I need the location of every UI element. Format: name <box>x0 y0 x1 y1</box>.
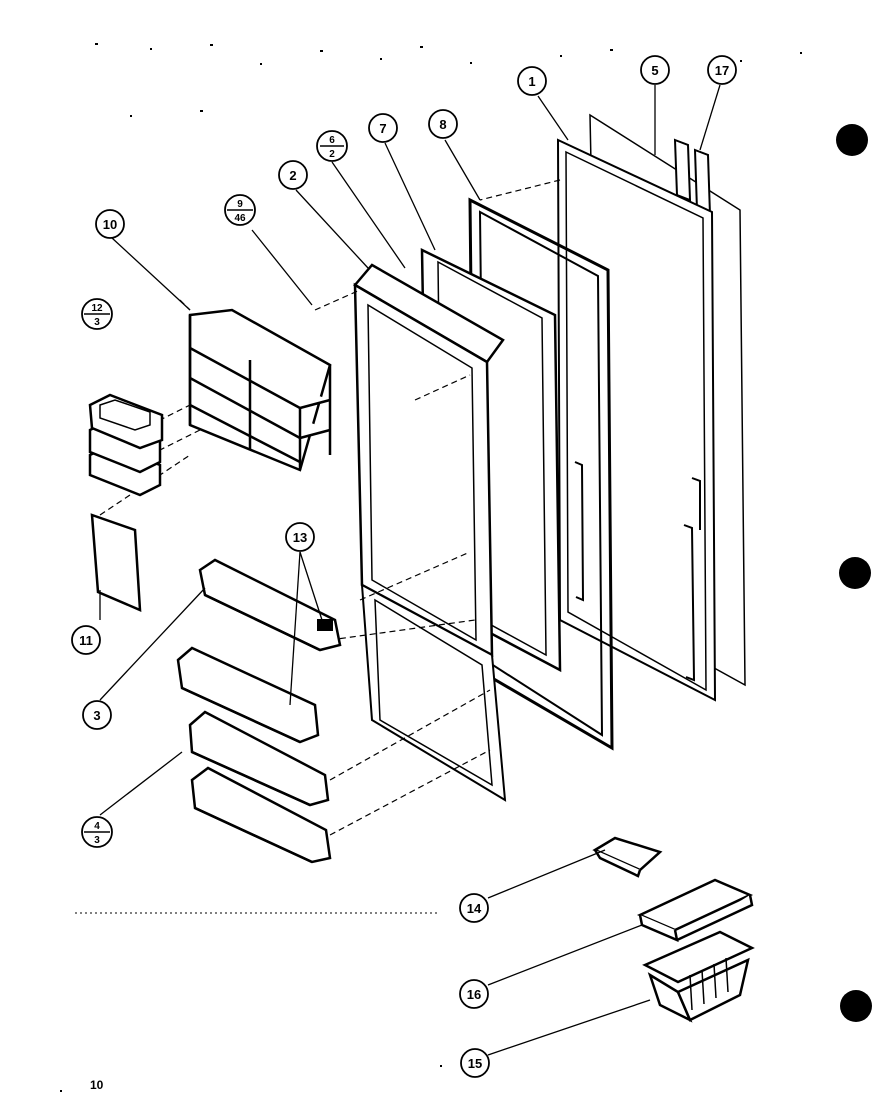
callout-12-3: 12 3 <box>81 298 113 330</box>
svg-text:14: 14 <box>467 901 482 916</box>
svg-text:2: 2 <box>289 168 296 183</box>
callout-17: 17 <box>707 55 737 85</box>
part-10-shelf-rack <box>188 308 332 472</box>
callout-3: 3 <box>82 700 112 730</box>
callout-14: 14 <box>459 893 489 923</box>
callout-8: 8 <box>428 109 458 139</box>
callout-1: 1 <box>517 66 547 96</box>
callout-15: 15 <box>460 1048 490 1078</box>
part-1-door-liner <box>556 138 717 702</box>
callout-16: 16 <box>459 979 489 1009</box>
svg-text:13: 13 <box>293 530 307 545</box>
svg-text:12: 12 <box>91 303 103 314</box>
leader-lines <box>99 84 721 1056</box>
callout-4-3: 4 3 <box>81 816 113 848</box>
page-number: 10 <box>90 1078 104 1092</box>
part-12-bins <box>88 393 164 497</box>
svg-text:9: 9 <box>237 199 243 210</box>
binder-holes <box>836 124 872 1022</box>
svg-text:3: 3 <box>94 835 100 846</box>
svg-text:2: 2 <box>329 149 335 160</box>
part-11-plate <box>90 513 142 612</box>
part-14-tray <box>592 836 663 878</box>
svg-text:10: 10 <box>103 217 117 232</box>
callout-7: 7 <box>368 113 398 143</box>
svg-text:3: 3 <box>93 708 100 723</box>
svg-text:3: 3 <box>94 317 100 328</box>
callout-9-46: 9 46 <box>224 194 256 226</box>
svg-text:16: 16 <box>467 987 481 1002</box>
callout-6-2: 6 2 <box>316 130 348 162</box>
svg-text:46: 46 <box>234 213 246 224</box>
svg-text:7: 7 <box>379 121 386 136</box>
svg-text:5: 5 <box>651 63 658 78</box>
callout-11: 11 <box>71 625 101 655</box>
scan-noise <box>60 43 802 1092</box>
svg-text:11: 11 <box>79 633 93 648</box>
part-16-lid <box>636 878 754 943</box>
part-15-ice-bin <box>642 930 755 1023</box>
part-4-shelves <box>176 646 332 864</box>
svg-text:8: 8 <box>439 117 446 132</box>
svg-text:17: 17 <box>715 63 729 78</box>
part-17-strips <box>673 138 712 217</box>
svg-text:15: 15 <box>468 1056 482 1071</box>
callout-5: 5 <box>640 55 670 85</box>
callout-10: 10 <box>95 209 125 239</box>
part-3-door-shelf <box>198 558 342 652</box>
svg-text:1: 1 <box>528 74 535 89</box>
callout-2: 2 <box>278 160 308 190</box>
svg-text:6: 6 <box>329 135 335 146</box>
part-2-outer-door <box>353 263 507 802</box>
svg-text:4: 4 <box>94 821 100 832</box>
callout-13: 13 <box>285 522 315 552</box>
